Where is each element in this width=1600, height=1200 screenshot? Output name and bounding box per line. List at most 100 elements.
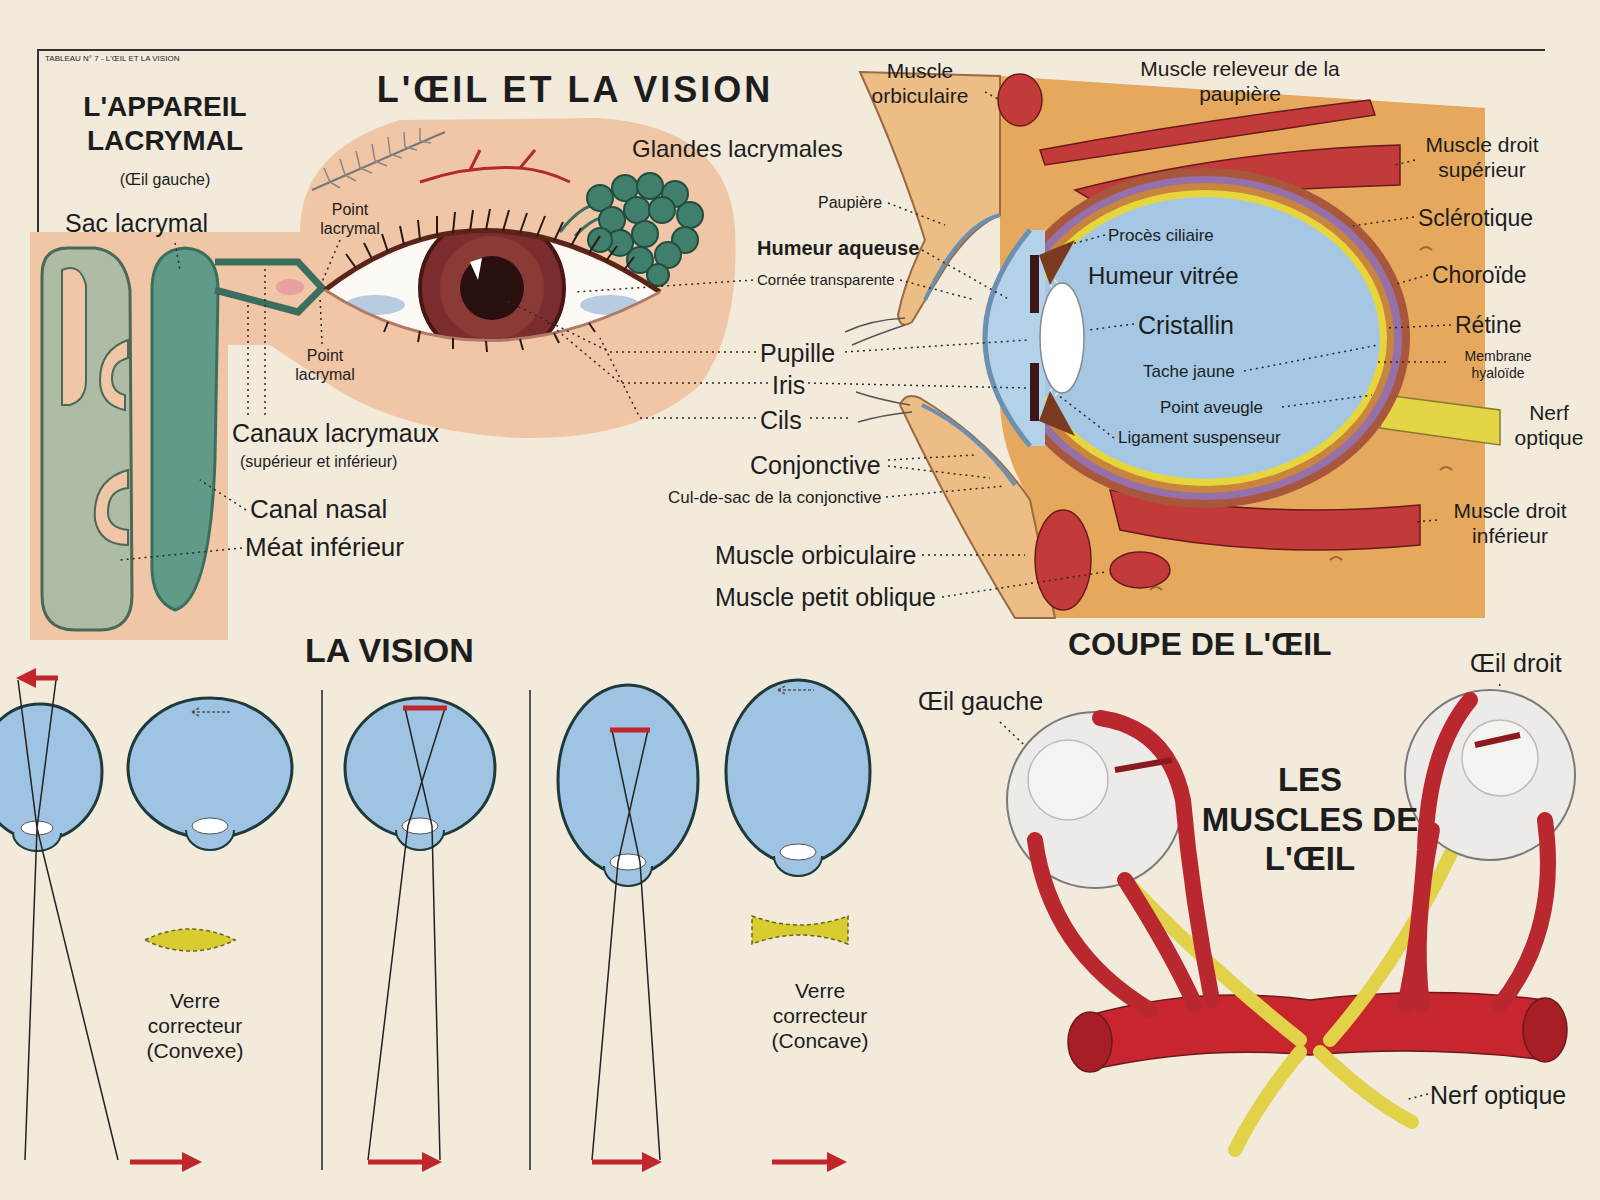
vision-panel — [780, 844, 816, 860]
leader-line — [1378, 361, 1446, 363]
eye-muscles — [1028, 740, 1108, 820]
part-label: Canaux lacrymaux — [232, 418, 439, 448]
leader-line — [810, 417, 852, 419]
vision-panel — [22, 678, 841, 1162]
part-label: Cornée transparente — [757, 271, 895, 289]
vision-panel — [558, 685, 698, 875]
part-label: Membrane hyaloïde — [1443, 348, 1553, 382]
eye-cross-section — [1030, 363, 1039, 421]
leader-line — [545, 320, 768, 383]
eye-cross-section — [1380, 395, 1500, 445]
eye-muscles — [1462, 720, 1538, 796]
part-label: Muscle droit inférieur — [1435, 498, 1585, 548]
front-eye — [346, 209, 634, 270]
lacrimal-apparatus — [100, 340, 128, 410]
front-eye — [325, 230, 660, 292]
vision-panel — [368, 1160, 436, 1165]
part-label: Point lacrymal — [280, 346, 370, 384]
part-label: Point lacrymal — [305, 200, 395, 238]
part-label: Choroïde — [1432, 262, 1527, 290]
poster-title: L'ŒIL ET LA VISION — [377, 68, 774, 111]
leader-line — [900, 280, 975, 300]
eye-cross-section — [985, 230, 1045, 446]
eye-muscles — [1523, 998, 1567, 1062]
vision-panel — [192, 818, 228, 834]
vision-panel — [772, 1160, 841, 1165]
lacrimal-apparatus — [152, 248, 218, 610]
lacrimal-gland — [637, 173, 663, 199]
leader-line — [200, 480, 246, 510]
section-heading: LES MUSCLES DE L'ŒIL — [1200, 760, 1420, 879]
eye-cross-section — [1110, 552, 1170, 588]
vision-panel — [322, 690, 530, 1170]
vision-panel — [128, 698, 292, 838]
part-label: (Œil gauche) — [120, 170, 211, 189]
eye-muscles — [1007, 690, 1575, 1150]
part-label: Muscle orbiculaire — [845, 58, 995, 108]
part-label: Muscle releveur de la paupière — [1135, 56, 1345, 106]
eye-cross-section — [985, 230, 1030, 446]
leader-line — [175, 243, 180, 270]
eye-cross-section — [1008, 176, 1402, 500]
front-eye — [325, 230, 660, 340]
leader-line — [1282, 395, 1372, 407]
eye-cross-section — [1016, 183, 1394, 493]
part-label: Nerf optique — [1508, 400, 1590, 450]
vision-panel — [21, 818, 816, 870]
part-label: (supérieur et inférieur) — [240, 452, 397, 471]
leader-line — [808, 383, 1028, 388]
eye-cross-section — [845, 318, 905, 345]
vision-panel — [130, 1160, 196, 1165]
part-label: Sclérotique — [1418, 205, 1533, 233]
eye-cross-section — [922, 405, 1015, 485]
part-label: Canal nasal — [250, 494, 387, 525]
vision-panel — [592, 730, 660, 1160]
vision-panel — [778, 686, 814, 694]
leader-line — [120, 548, 242, 560]
part-label: Cils — [760, 405, 802, 435]
eye-muscles — [1068, 1012, 1112, 1072]
eye-muscles — [1405, 700, 1470, 1005]
part-label: Tache jaune — [1143, 362, 1235, 382]
leader-line — [1352, 217, 1414, 226]
part-label: Nerf optique — [1430, 1080, 1566, 1110]
part-label: Verre correcteur (Concave) — [750, 978, 890, 1054]
front-eye — [345, 295, 405, 315]
lacrimal-gland — [649, 197, 675, 223]
part-label: TABLEAU N° 7 - L'ŒIL ET LA VISION — [45, 54, 179, 64]
front-eye — [470, 258, 482, 280]
vision-panel — [752, 916, 848, 944]
section-heading: COUPE DE L'ŒIL — [1068, 625, 1332, 663]
part-label: Cristallin — [1138, 310, 1234, 340]
leader-line — [1395, 160, 1415, 165]
lacrimal-gland — [677, 202, 703, 228]
leader-line — [322, 240, 340, 282]
vision-panel — [368, 708, 445, 1160]
vision-panel — [13, 830, 822, 886]
vision-panel — [192, 686, 814, 716]
lacrimal-apparatus — [42, 248, 132, 630]
eye-cross-section — [1040, 283, 1084, 393]
part-label: Cul-de-sac de la conjonctive — [668, 488, 882, 508]
eye-muscles — [1035, 700, 1548, 1010]
leader-line — [888, 455, 990, 478]
leader-line — [1415, 520, 1437, 522]
leader-line — [1068, 235, 1105, 245]
eye-muscles — [1035, 840, 1150, 1010]
eye-muscles — [1500, 820, 1548, 1005]
vision-panel — [18, 680, 660, 1160]
vision-panel — [726, 680, 870, 864]
vision-panel — [403, 706, 447, 711]
lacrimal-apparatus — [62, 268, 86, 405]
leader-line — [1405, 1094, 1428, 1100]
leader-line — [505, 300, 756, 352]
part-label: Verre correcteur (Convexe) — [125, 988, 265, 1064]
vision-panel — [345, 698, 495, 838]
leader-line — [320, 296, 322, 344]
lacrimal-apparatus — [276, 279, 304, 295]
leader-line — [1058, 395, 1114, 438]
eye-muscles — [1125, 880, 1195, 1005]
eye-muscles — [1320, 1052, 1412, 1122]
part-label: Œil droit — [1470, 648, 1562, 678]
